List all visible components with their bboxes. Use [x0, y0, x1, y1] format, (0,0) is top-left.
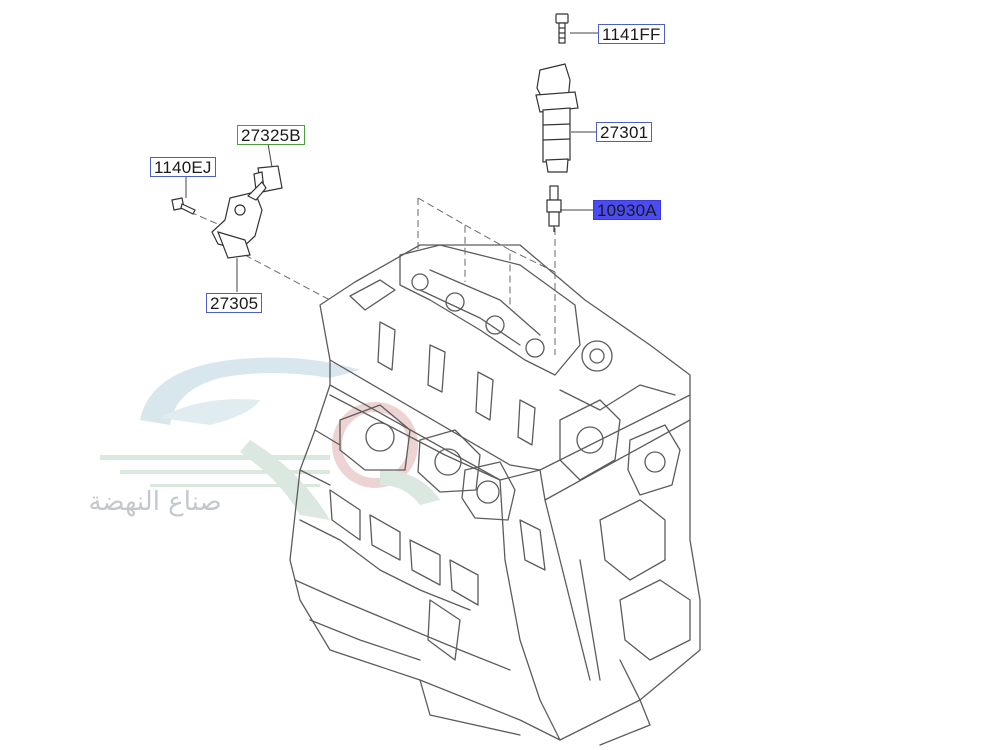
assembly-leader-lines [189, 197, 556, 355]
bolt-top-drawing [555, 13, 569, 44]
part-label-27325B[interactable]: 27325B [237, 125, 305, 145]
engine-block-drawing [289, 244, 701, 746]
part-label-1140EJ[interactable]: 1140EJ [150, 157, 216, 177]
watermark-text: صناع النهضة [88, 487, 222, 517]
part-label-1141FF[interactable]: 1141FF [598, 24, 665, 44]
part-label-27301[interactable]: 27301 [596, 122, 653, 142]
part-label-10930A[interactable]: 10930A [593, 200, 661, 220]
sensor-bracket-drawing [211, 181, 267, 259]
bolt-side-drawing [171, 197, 196, 215]
label-leader-lines [185, 32, 598, 292]
ignition-coil-drawing [535, 63, 579, 173]
watermark-logo [100, 357, 440, 520]
part-label-27305[interactable]: 27305 [206, 293, 263, 313]
spark-plug-drawing [546, 185, 562, 232]
